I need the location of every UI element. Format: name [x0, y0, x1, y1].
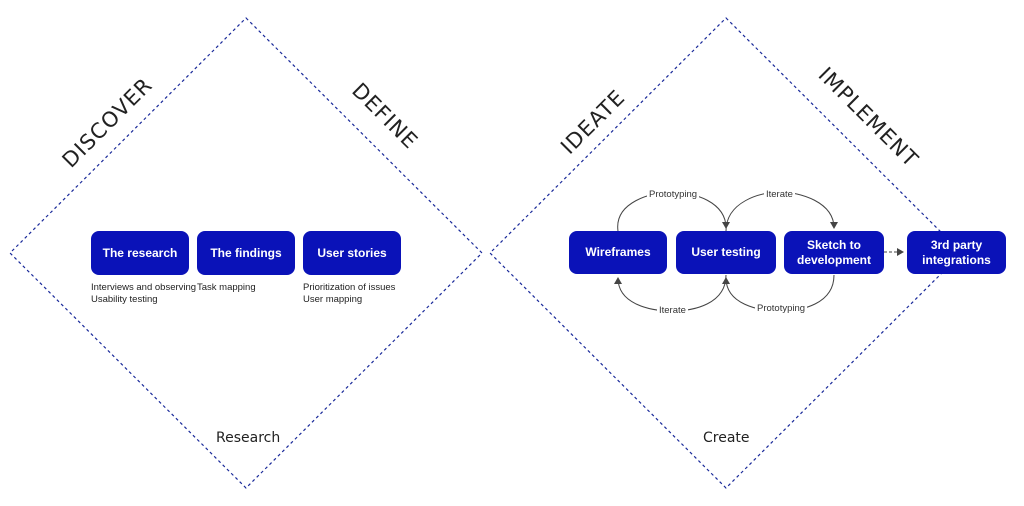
box-wireframes[interactable]: Wireframes: [569, 231, 667, 274]
arrow-label-prototyping-top: Prototyping: [647, 189, 700, 200]
note-line: Prioritization of issues: [303, 282, 396, 293]
label-create: Create: [703, 430, 750, 446]
note-user-stories: Prioritization of issues User mapping: [303, 282, 395, 306]
note-line: Usability testing: [91, 294, 158, 305]
note-line: Task mapping: [197, 282, 256, 293]
box-the-findings[interactable]: The findings: [197, 231, 295, 275]
note-the-findings: Task mapping: [197, 282, 256, 294]
right-diamond-outline: [489, 17, 963, 489]
label-research: Research: [216, 430, 281, 446]
box-the-research[interactable]: The research: [91, 231, 189, 275]
note-line: User mapping: [303, 294, 363, 305]
arrow-label-prototyping-bottom: Prototyping: [755, 303, 808, 314]
box-user-testing[interactable]: User testing: [676, 231, 776, 274]
box-sketch-to-development[interactable]: Sketch to development: [784, 231, 884, 274]
note-line: Interviews and observing: [91, 282, 197, 293]
left-diamond-outline: [9, 17, 483, 489]
box-3rd-party-integrations[interactable]: 3rd party integrations: [907, 231, 1006, 274]
arrow-label-iterate-bottom: Iterate: [657, 305, 688, 316]
arrow-label-iterate-top: Iterate: [764, 189, 795, 200]
box-user-stories[interactable]: User stories: [303, 231, 401, 275]
note-the-research: Interviews and observing Usability testi…: [91, 282, 196, 306]
